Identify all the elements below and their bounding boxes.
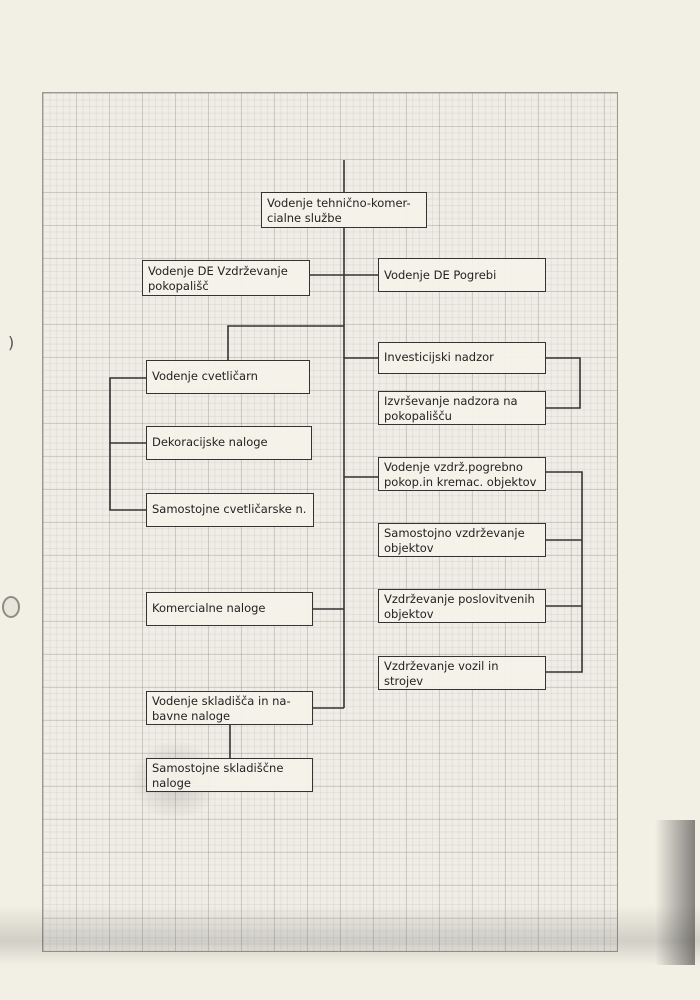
node-de-pogrebi: Vodenje DE Pogrebi bbox=[378, 258, 546, 292]
node-dekoracijske: Dekoracijske naloge bbox=[146, 426, 312, 460]
node-de-vzdrzevanje: Vodenje DE Vzdrževanje pokopališč bbox=[142, 260, 310, 296]
node-komercialne: Komercialne naloge bbox=[146, 592, 313, 626]
scan-smudge bbox=[655, 820, 695, 965]
graph-paper-grid bbox=[42, 92, 618, 952]
node-investicijski: Investicijski nadzor bbox=[378, 342, 546, 374]
node-root: Vodenje tehnično-komer- cialne službe bbox=[261, 192, 427, 228]
node-vzdrz-pogrebno: Vodenje vzdrž.pogrebno pokop.in kremac. … bbox=[378, 457, 546, 491]
node-skladisca: Vodenje skladišča in na- bavne naloge bbox=[146, 691, 313, 725]
punch-hole bbox=[2, 596, 20, 618]
node-samostojne-cvetlicarske: Samostojne cvetličarske n. bbox=[146, 493, 314, 527]
margin-mark: ) bbox=[8, 333, 15, 352]
node-vozil: Vzdrževanje vozil in strojev bbox=[378, 656, 546, 690]
node-izvrsevanje: Izvrševanje nadzora na pokopališču bbox=[378, 391, 546, 425]
node-samostojno-vzdrzevanje: Samostojno vzdrževanje objektov bbox=[378, 523, 546, 557]
scan-smudge bbox=[0, 905, 700, 965]
node-poslovitvenih: Vzdrževanje poslovitvenih objektov bbox=[378, 589, 546, 623]
node-samostojne-skladiscne: Samostojne skladiščne naloge bbox=[146, 758, 313, 792]
node-cvetlicarn: Vodenje cvetličarn bbox=[146, 360, 310, 394]
